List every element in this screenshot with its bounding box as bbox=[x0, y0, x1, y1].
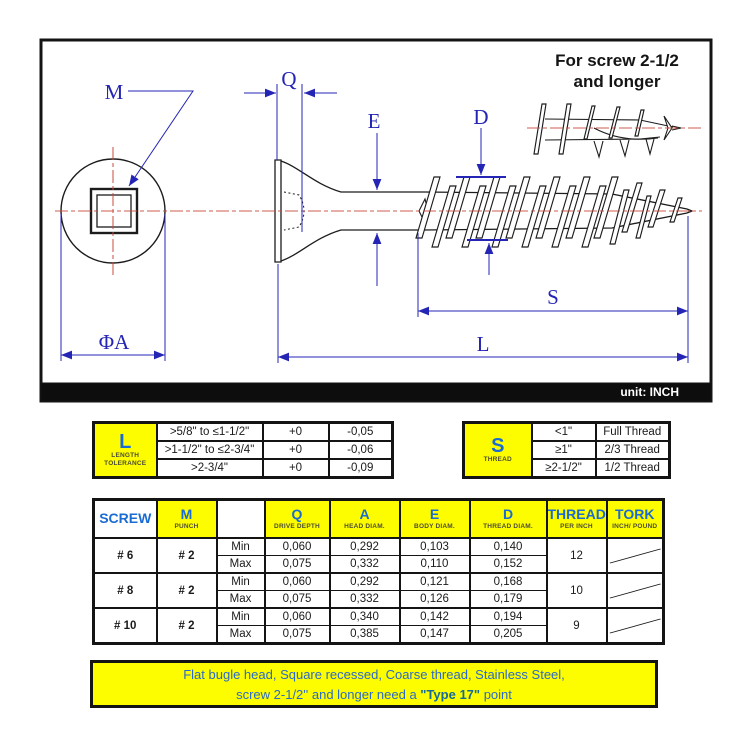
thread-per-inch-value: 10 bbox=[545, 572, 608, 609]
drawing-note-title-line2: and longer bbox=[574, 72, 661, 91]
label-m: M bbox=[105, 80, 124, 104]
centerlines bbox=[55, 127, 702, 277]
l-minus: -0,09 bbox=[327, 458, 394, 479]
min-label: Min bbox=[215, 537, 266, 556]
value-a-min: 0,292 bbox=[328, 537, 401, 556]
value-a-min: 0,292 bbox=[328, 572, 401, 591]
thread-length-table: S THREAD <1" Full Thread ≥1" 2/3 Thread … bbox=[462, 421, 671, 479]
screw-size: # 6 bbox=[92, 537, 158, 574]
value-d-max: 0,205 bbox=[468, 625, 548, 645]
note-line1: Flat bugle head, Square recessed, Coarse… bbox=[183, 667, 565, 682]
value-d-max: 0,152 bbox=[468, 555, 548, 574]
value-e-min: 0,142 bbox=[398, 607, 471, 626]
value-a-max: 0,332 bbox=[328, 555, 401, 574]
value-e-max: 0,110 bbox=[398, 555, 471, 574]
label-l: L bbox=[477, 332, 490, 356]
value-q-max: 0,075 bbox=[263, 625, 331, 645]
value-a-max: 0,385 bbox=[328, 625, 401, 645]
s-thread: Full Thread bbox=[594, 421, 671, 442]
value-q-max: 0,075 bbox=[263, 590, 331, 609]
l-minus: -0,06 bbox=[327, 440, 394, 460]
tork-diagonal bbox=[609, 548, 661, 563]
label-d: D bbox=[473, 105, 488, 129]
label-s: S bbox=[547, 285, 559, 309]
unit-label: unit: INCH bbox=[620, 385, 679, 399]
s-table-header-cell: S THREAD bbox=[462, 421, 533, 479]
tork-cell bbox=[605, 572, 665, 609]
screw-size: # 8 bbox=[92, 572, 158, 609]
l-plus: +0 bbox=[261, 458, 330, 479]
tork-cell bbox=[605, 537, 665, 574]
s-table-subtitle: THREAD bbox=[483, 455, 512, 463]
s-size: <1" bbox=[530, 421, 597, 442]
l-minus: -0,05 bbox=[327, 421, 394, 442]
drawing-frame bbox=[39, 38, 713, 403]
drawing-note-title-line1: For screw 2-1/2 bbox=[555, 51, 679, 70]
min-label: Min bbox=[215, 572, 266, 591]
value-q-min: 0,060 bbox=[263, 572, 331, 591]
value-q-min: 0,060 bbox=[263, 607, 331, 626]
value-d-min: 0,194 bbox=[468, 607, 548, 626]
value-q-max: 0,075 bbox=[263, 555, 331, 574]
punch-size: # 2 bbox=[155, 572, 218, 609]
l-range: >5/8" to ≤1-1/2" bbox=[155, 421, 264, 442]
thread-fins bbox=[415, 176, 683, 248]
punch-size: # 2 bbox=[155, 607, 218, 645]
value-e-min: 0,121 bbox=[398, 572, 471, 591]
max-label: Max bbox=[215, 590, 266, 609]
note-line2: screw 2-1/2'' and longer need a "Type 17… bbox=[236, 686, 512, 702]
value-e-max: 0,147 bbox=[398, 625, 471, 645]
value-e-min: 0,103 bbox=[398, 537, 471, 556]
tork-cell bbox=[605, 607, 665, 645]
type17-highlight: "Type 17" bbox=[420, 686, 481, 702]
value-q-min: 0,060 bbox=[263, 537, 331, 556]
type17-thread-fins bbox=[533, 103, 645, 155]
value-d-max: 0,179 bbox=[468, 590, 548, 609]
description-note: Flat bugle head, Square recessed, Coarse… bbox=[90, 660, 658, 708]
s-size: ≥2-1/2" bbox=[530, 458, 597, 479]
max-label: Max bbox=[215, 555, 266, 574]
label-q: Q bbox=[281, 67, 296, 91]
value-e-max: 0,126 bbox=[398, 590, 471, 609]
tork-diagonal bbox=[609, 618, 661, 633]
value-d-min: 0,168 bbox=[468, 572, 548, 591]
l-range: >1-1/2" to ≤2-3/4" bbox=[155, 440, 264, 460]
min-label: Min bbox=[215, 607, 266, 626]
max-label: Max bbox=[215, 625, 266, 645]
tork-diagonal bbox=[609, 583, 661, 598]
value-a-max: 0,332 bbox=[328, 590, 401, 609]
s-thread: 1/2 Thread bbox=[594, 458, 671, 479]
s-table-letter: S bbox=[491, 434, 505, 457]
s-size: ≥1" bbox=[530, 440, 597, 460]
thread-per-inch-value: 9 bbox=[545, 607, 608, 645]
label-e: E bbox=[368, 109, 381, 133]
dimension-lines bbox=[60, 84, 689, 363]
value-d-min: 0,140 bbox=[468, 537, 548, 556]
punch-size: # 2 bbox=[155, 537, 218, 574]
label-phi-a: ΦA bbox=[99, 330, 130, 354]
header-empty bbox=[215, 498, 266, 539]
l-table-letter: L bbox=[119, 430, 132, 453]
l-plus: +0 bbox=[261, 440, 330, 460]
s-thread: 2/3 Thread bbox=[594, 440, 671, 460]
l-plus: +0 bbox=[261, 421, 330, 442]
value-a-min: 0,340 bbox=[328, 607, 401, 626]
thread-per-inch-value: 12 bbox=[545, 537, 608, 574]
header-screw: SCREW bbox=[92, 498, 158, 539]
screw-size: # 10 bbox=[92, 607, 158, 645]
l-range: >2-3/4" bbox=[155, 458, 264, 479]
